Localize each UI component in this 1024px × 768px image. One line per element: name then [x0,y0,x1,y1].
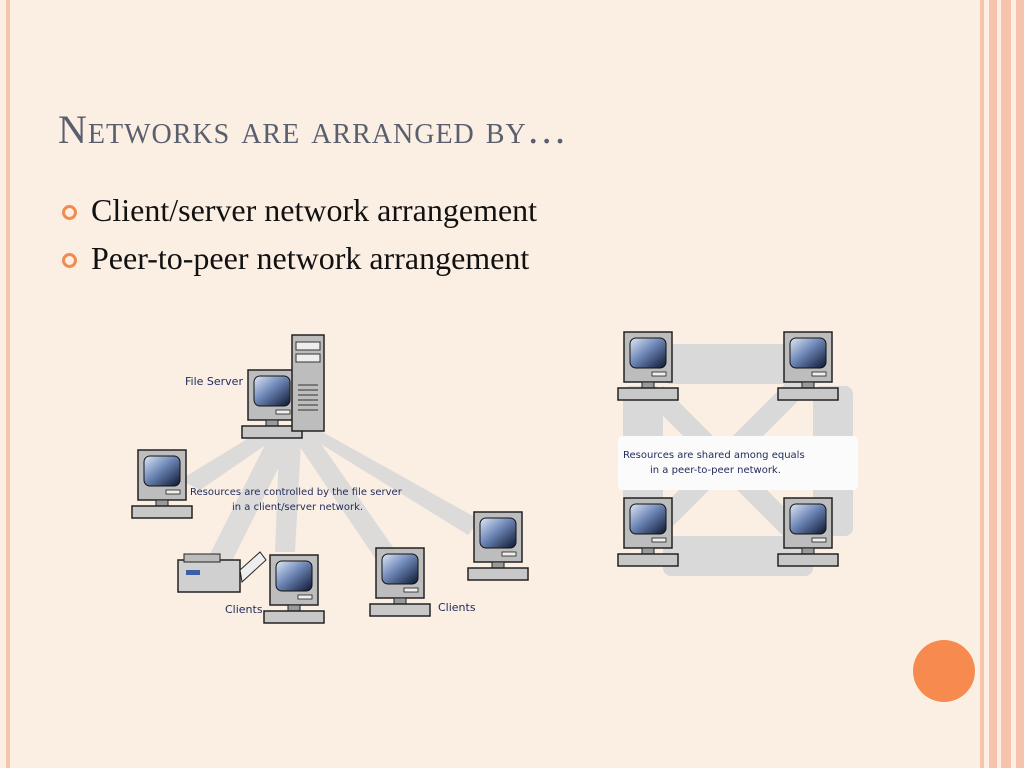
decorative-stripes [974,0,1024,768]
peer-to-peer-diagram: Resources are shared among equals in a p… [617,331,858,576]
left-border-line [6,0,10,768]
peer-pc-icon [777,497,839,567]
peer-caption-line1: Resources are shared among equals [623,450,805,461]
client-pc-icon [369,547,431,617]
peer-pc-icon [617,331,679,401]
slide-title: Networks are arranged by… [58,107,568,152]
printer-icon [177,551,267,593]
client-pc-icon [131,449,193,519]
bullet-item: Client/server network arrangement [62,186,537,234]
server-icon [241,334,325,439]
decorative-circle [913,640,975,702]
bullet-item: Peer-to-peer network arrangement [62,234,537,282]
client-pc-icon [263,554,325,624]
peer-pc-icon [617,497,679,567]
peer-caption-line2: in a peer-to-peer network. [650,465,781,476]
client-server-caption-line1: Resources are controlled by the file ser… [190,487,403,498]
bullet-dot-icon [62,252,77,268]
bullet-dot-icon [62,204,77,220]
bullet-list: Client/server network arrangement Peer-t… [62,186,537,282]
client-pc-icon [467,511,529,581]
clients-label-right: Clients [438,601,476,614]
clients-label-left: Clients [225,603,263,616]
bullet-text: Client/server network arrangement [91,191,538,228]
peer-pc-icon [777,331,839,401]
bullet-text: Peer-to-peer network arrangement [91,239,530,276]
client-server-caption-line2: in a client/server network. [232,502,363,513]
connection-arrows [180,425,480,565]
file-server-label: File Server [185,375,243,388]
client-server-diagram: File Server Resources are controlled by … [131,334,529,624]
